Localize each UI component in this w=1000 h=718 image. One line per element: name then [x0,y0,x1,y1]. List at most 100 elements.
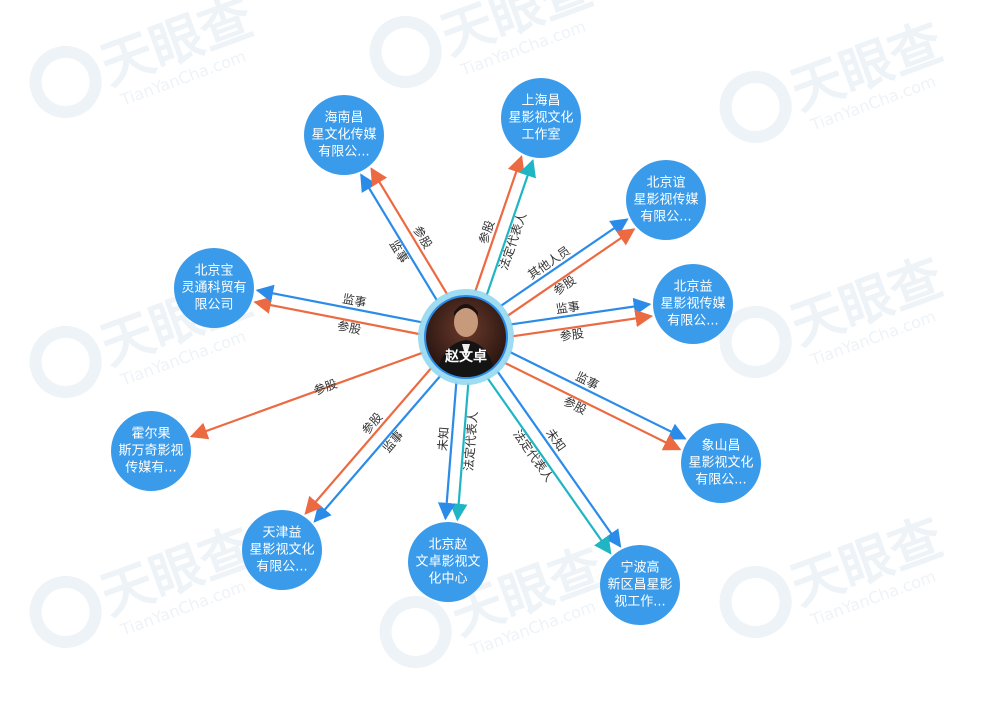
node-layer: 海南昌星文化传媒有限公...上海昌星影视文化工作室北京谊星影视传媒有限公...北… [111,78,761,625]
edge-hainan-supervisor[interactable] [360,173,439,302]
edge-label-huoerguo-share: 参股 [311,376,339,398]
edge-label-tianjin-share: 参股 [358,409,385,437]
company-node-circle[interactable] [111,411,191,491]
watermark-logo-icon [369,15,442,88]
edge-ningbo-legal_rep[interactable] [486,377,612,555]
company-node-label: 天津益 [262,526,301,541]
company-node-label: 象山昌 [701,439,740,454]
edge-huoerguo-share[interactable] [189,351,424,440]
edge-beijing_yi-supervisor[interactable] [499,218,629,307]
company-node-label: 灵通科贸有 [181,281,246,296]
edge-label-beijing_zhao-supervisor: 未知 [436,426,452,451]
company-node-label: 星影视文化 [508,111,573,126]
company-node-label: 有限公... [667,314,718,329]
company-node-label: 有限公... [695,473,746,488]
company-node-beijing_yi[interactable]: 北京谊星影视传媒有限公... [626,160,706,240]
edge-tianjin-share[interactable] [304,367,433,515]
company-node-label: 有限公... [256,560,307,575]
company-node-circle[interactable] [626,160,706,240]
company-node-label: 北京赵 [428,538,467,553]
edge-hainan-share[interactable] [370,167,449,296]
company-node-xiangshan[interactable]: 象山昌星影视文化有限公... [681,423,761,503]
edge-beijing_bao-supervisor[interactable] [255,284,423,324]
edge-label-beijing_yi2-supervisor: 监事 [555,299,581,316]
edge-ningbo-supervisor[interactable] [496,370,622,548]
company-node-label: 星影视文化 [688,456,753,471]
edge-beijing_zhao-legal_rep[interactable] [449,383,470,522]
company-node-label: 星影视文化 [249,543,314,558]
watermark-logo-icon [29,575,102,648]
company-node-label: 新区昌星影 [607,577,672,593]
company-node-label: 北京谊 [646,176,685,191]
company-node-huoerguo[interactable]: 霍尔果斯万奇影视传媒有... [111,411,191,491]
edge-label-shanghai-share: 参股 [475,218,497,246]
company-node-label: 霍尔果 [131,427,170,442]
company-node-circle[interactable] [174,248,254,328]
edge-xiangshan-share[interactable] [504,361,682,451]
company-node-label: 化中心 [428,572,467,587]
edge-label-beijing_bao-supervisor: 监事 [341,292,367,310]
edge-label-hainan-supervisor: 监事 [387,238,411,266]
edge-label-beijing_yi2-share: 参股 [559,325,585,343]
company-node-circle[interactable] [408,522,488,602]
company-node-circle[interactable] [242,510,322,590]
company-node-hainan[interactable]: 海南昌星文化传媒有限公... [304,95,384,175]
company-node-beijing_yi2[interactable]: 北京益星影视传媒有限公... [653,264,733,344]
edge-beijing_yi2-share[interactable] [512,309,654,338]
company-node-label: 上海昌 [521,94,560,109]
company-node-circle[interactable] [653,264,733,344]
company-node-tianjin[interactable]: 天津益星影视文化有限公... [242,510,322,590]
company-node-label: 传媒有... [125,461,176,476]
center-person-name: 赵文卓 [444,348,487,365]
company-node-label: 斯万奇影视 [118,443,183,459]
company-node-label: 视工作... [614,595,665,610]
company-node-label: 北京益 [673,280,712,295]
company-node-circle[interactable] [681,423,761,503]
edge-label-hainan-share: 参股 [410,223,435,251]
company-node-circle[interactable] [501,78,581,158]
edge-label-tianjin-supervisor: 监事 [380,428,406,455]
watermark-logo-icon [719,70,792,143]
company-node-label: 有限公... [318,145,369,160]
center-node[interactable]: 赵文卓 [418,289,514,385]
edge-shanghai-legal_rep[interactable] [485,158,536,296]
company-node-label: 宁波高 [620,560,659,576]
company-node-circle[interactable] [600,545,680,625]
edge-shanghai-share[interactable] [474,155,525,292]
company-node-label: 北京宝 [194,264,233,279]
company-node-label: 限公司 [194,298,233,313]
company-node-label: 星影视传媒 [660,297,725,312]
company-node-ningbo[interactable]: 宁波高新区昌星影视工作... [600,545,680,625]
edge-label-beijing_bao-share: 参股 [336,318,362,337]
watermark-logo-icon [719,565,792,638]
company-node-label: 海南昌 [324,110,363,126]
company-node-label: 星文化传媒 [311,128,376,143]
company-node-label: 文卓影视文 [415,555,480,570]
company-node-label: 有限公... [640,210,691,225]
edge-tianjin-supervisor[interactable] [313,375,442,523]
edge-xiangshan-supervisor[interactable] [509,351,687,440]
company-node-circle[interactable] [304,95,384,175]
edge-beijing_bao-share[interactable] [253,296,420,336]
edge-beijing_yi-share[interactable] [506,228,636,317]
edge-beijing_zhao-supervisor[interactable] [437,382,458,521]
watermark-logo-icon [379,595,452,668]
edge-label-beijing_zhao-legal_rep: 法定代表人 [461,411,481,472]
edge-beijing_yi2-supervisor[interactable] [510,297,652,326]
company-node-label: 工作室 [521,127,560,143]
company-node-label: 星影视传媒 [633,193,698,208]
watermark-logo-icon [29,45,102,118]
watermark-logo-icon [719,305,792,378]
person-photo-icon [426,297,506,377]
watermark-logo-icon [29,325,102,398]
